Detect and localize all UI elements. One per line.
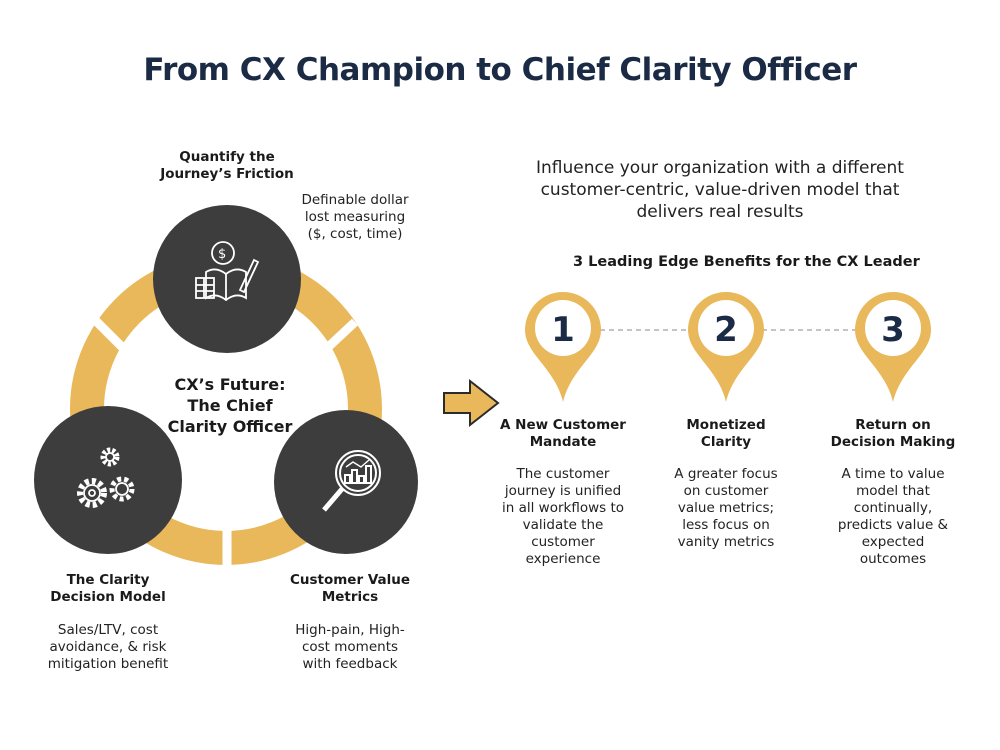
node-text-value-metrics: High-pain, High- cost moments with feedb… [250, 622, 450, 673]
page-title: From CX Champion to Chief Clarity Office… [143, 52, 857, 88]
pin-number: 3 [881, 310, 905, 350]
text-line: model that [856, 483, 930, 499]
text-line: mitigation benefit [47, 656, 169, 672]
intro-line: Influence your organization with a diffe… [536, 158, 904, 178]
intro-line: customer-centric, value-driven model tha… [540, 180, 900, 200]
heading-line: The Clarity [66, 572, 150, 588]
node-heading-decision-model: The Clarity Decision Model [8, 572, 208, 606]
arrow-right-icon [443, 378, 500, 428]
heading-line: Mandate [529, 434, 597, 450]
text-line: The customer [516, 466, 610, 482]
magnifier-chart-icon [322, 450, 381, 512]
heading-line: Customer Value [289, 572, 411, 588]
node-circle-top [153, 205, 301, 353]
title-line: CX’s Future: [174, 375, 286, 394]
text-line: outcomes [859, 551, 927, 567]
title-line: The Chief [187, 396, 273, 415]
pin-marker-1: 1 [525, 292, 601, 402]
node-heading-value-metrics: Customer Value Metrics [250, 572, 450, 606]
text-line: cost moments [301, 639, 399, 655]
node-text-quantify: Definable dollar lost measuring ($, cost… [280, 192, 430, 243]
text-line: in all workflows to [501, 500, 624, 516]
heading-line: Monetized [686, 417, 766, 433]
heading-line: Clarity [700, 434, 752, 450]
node-text-decision-model: Sales/LTV, cost avoidance, & risk mitiga… [8, 622, 208, 673]
heading-line: Quantify the [179, 149, 275, 165]
text-line: A time to value [841, 466, 945, 482]
text-line: continually, [853, 500, 933, 516]
node-heading-quantify: Quantify the Journey’s Friction [127, 149, 327, 183]
pin-marker-3: 3 [855, 292, 931, 402]
text-line: value metrics; [677, 500, 775, 516]
text-line: validate the [522, 517, 604, 533]
heading-line: Journey’s Friction [160, 166, 294, 182]
dollar-book-icon: $ [195, 241, 260, 302]
text-line: customer [531, 534, 595, 550]
text-line: Definable dollar [301, 192, 409, 208]
heading-line: A New Customer [500, 417, 626, 433]
heading-line: Metrics [321, 589, 379, 605]
text-line: with feedback [302, 656, 398, 672]
heading-line: Decision Model [50, 589, 166, 605]
text-line: less focus on [682, 517, 770, 533]
gears-icon [77, 447, 135, 508]
heading-line: Decision Making [830, 434, 956, 450]
heading-line: Return on [855, 417, 931, 433]
node-circle-left [34, 406, 182, 554]
text-line: ($, cost, time) [307, 226, 403, 242]
pin-number: 2 [714, 310, 738, 350]
cycle-center-title: CX’s Future: The Chief Clarity Officer [130, 374, 330, 437]
benefits-title: 3 Leading Edge Benefits for the CX Leade… [573, 254, 920, 270]
text-line: avoidance, & risk [49, 639, 167, 655]
text-line: lost measuring [304, 209, 406, 225]
text-line: Sales/LTV, cost [57, 622, 159, 638]
svg-text:$: $ [218, 247, 226, 262]
text-line: vanity metrics [677, 534, 775, 550]
title-line: Clarity Officer [167, 417, 293, 436]
intro-line: delivers real results [636, 202, 804, 222]
pin-marker-2: 2 [688, 292, 764, 402]
text-line: A greater focus [674, 466, 778, 482]
ring-gap [91, 316, 129, 354]
text-line: journey is unified [504, 483, 622, 499]
text-line: High-pain, High- [295, 622, 405, 638]
text-line: experience [525, 551, 601, 567]
text-line: expected [861, 534, 925, 550]
intro-text: Influence your organization with a diffe… [500, 157, 940, 223]
text-line: predicts value & [837, 517, 949, 533]
text-line: on customer [683, 483, 769, 499]
pin-number: 1 [551, 310, 575, 350]
ring-gap [321, 318, 359, 354]
